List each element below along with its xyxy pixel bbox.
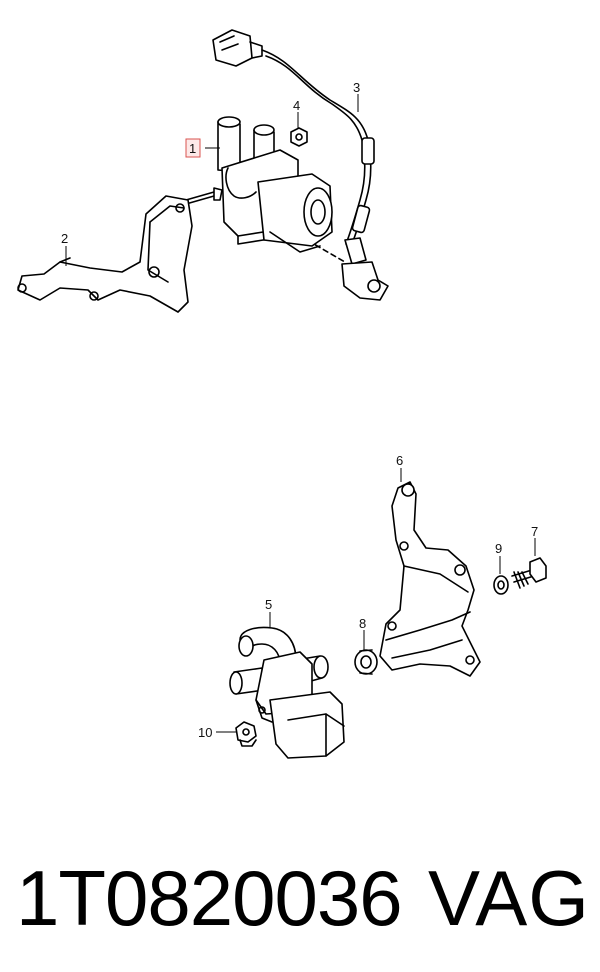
callout-2: 2 <box>61 231 68 246</box>
bracket-2 <box>17 195 193 313</box>
parts-diagram: 1 2 3 4 5 6 7 8 9 10 <box>17 29 547 759</box>
callout-1-highlight <box>185 138 201 158</box>
small-connector <box>341 237 389 301</box>
leader-lines <box>65 94 536 733</box>
callout-9: 9 <box>495 541 502 556</box>
callout-4: 4 <box>293 98 300 113</box>
callout-10: 10 <box>198 725 212 740</box>
part-number: 1T0820036 <box>16 854 403 942</box>
callout-3: 3 <box>353 80 360 95</box>
bolt-7 <box>511 557 547 589</box>
bracket-6 <box>379 481 481 677</box>
callout-7: 7 <box>531 524 538 539</box>
callout-5: 5 <box>265 597 272 612</box>
callout-1: 1 <box>189 141 196 156</box>
nut-10 <box>235 721 257 747</box>
wiring-harness <box>261 49 375 245</box>
grommet-8 <box>354 649 378 675</box>
callout-6: 6 <box>396 453 403 468</box>
connector-plug <box>212 29 263 67</box>
heater-valve-upper <box>217 116 333 253</box>
nut-4 <box>290 127 308 147</box>
heater-valve-5 <box>229 626 345 759</box>
bracket-bolt <box>185 187 223 205</box>
brand-label: VAG <box>428 854 590 942</box>
footer: 1T0820036 VAG <box>0 848 600 958</box>
callout-8: 8 <box>359 616 366 631</box>
washer-9 <box>493 575 509 595</box>
